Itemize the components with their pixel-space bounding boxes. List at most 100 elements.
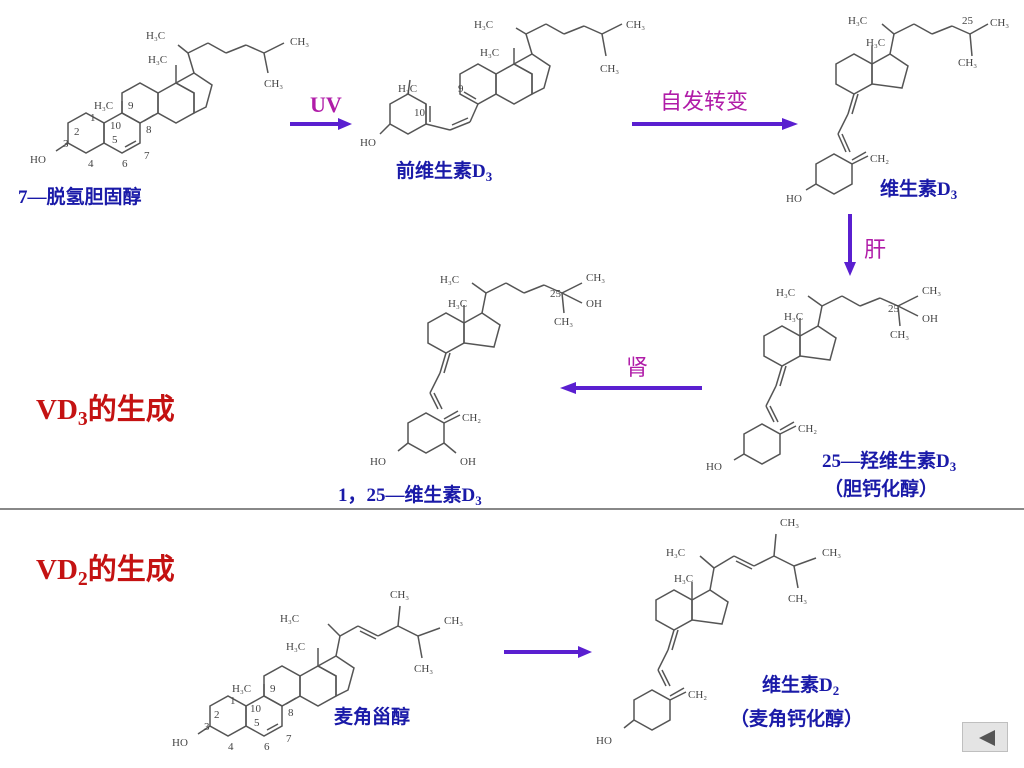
svg-text:25: 25 [550,288,562,300]
svg-text:HO: HO [30,154,46,166]
svg-text:CH₃: CH₃ [414,663,433,675]
svg-text:H₃C: H₃C [398,83,417,95]
svg-text:HO: HO [370,456,386,468]
svg-text:6: 6 [264,741,270,753]
svg-text:CH₂: CH₂ [798,423,817,435]
svg-text:CH₂: CH₂ [870,153,889,165]
svg-text:3: 3 [63,138,69,150]
svg-text:CH₃: CH₃ [586,272,605,284]
vd2-title-sub: 2 [77,567,88,590]
label-vitamin-d3: 维生素D3 [880,174,957,203]
ergosterol-to-d2-arrow [504,646,592,658]
svg-text:CH₃: CH₃ [444,615,463,627]
label-vitamin-d2-sub: 2 [832,682,840,698]
svg-text:H₃C: H₃C [286,641,305,653]
label-previtamin-d3: 前维生素D3 [396,156,492,185]
svg-text:CH₃: CH₃ [290,36,309,48]
vd3-title-sub: 3 [77,407,88,430]
svg-text:5: 5 [112,134,118,146]
svg-text:2: 2 [74,126,80,138]
svg-text:OH: OH [586,298,602,310]
svg-text:H₃C: H₃C [776,287,795,299]
svg-text:HO: HO [596,735,612,747]
spontaneous-arrow [632,118,798,130]
svg-text:1: 1 [90,112,96,124]
svg-text:CH₃: CH₃ [922,285,941,297]
svg-text:H₃C: H₃C [232,683,251,695]
svg-text:H₃C: H₃C [146,30,165,42]
svg-text:H₃C: H₃C [148,54,167,66]
svg-text:4: 4 [228,741,234,753]
svg-text:CH₃: CH₃ [788,593,807,605]
label-vitamin-d2: 维生素D2 [762,670,839,699]
svg-text:CH₂: CH₂ [462,412,481,424]
svg-text:H₃C: H₃C [474,19,493,31]
svg-text:1: 1 [230,695,236,707]
svg-text:CH₃: CH₃ [600,63,619,75]
back-nav-button[interactable] [962,722,1008,752]
svg-text:10: 10 [110,120,122,132]
uv-step-label: UV [310,92,342,117]
svg-text:9: 9 [128,100,134,112]
svg-text:CH₃: CH₃ [554,316,573,328]
uv-arrow [290,118,352,130]
svg-text:7: 7 [144,150,150,162]
label-vitamin-d3-text: 维生素D [880,179,951,200]
svg-text:CH₃: CH₃ [390,589,409,601]
back-triangle-icon [979,730,995,746]
svg-text:H₃C: H₃C [280,613,299,625]
vd3-title-prefix: VD [36,394,78,426]
kidney-arrow [560,382,702,394]
svg-text:8: 8 [288,707,294,719]
label-vitamin-d3-sub: 3 [950,186,958,202]
label-1-25-text: 1，25—维生素D [338,485,476,506]
label-1-25-dihydroxy-vitamin-d3: 1，25—维生素D3 [338,480,482,509]
svg-text:10: 10 [414,107,426,119]
svg-text:CH₃: CH₃ [990,17,1009,29]
vd2-title-prefix: VD [36,554,78,586]
svg-text:25: 25 [888,303,900,315]
svg-text:9: 9 [458,83,464,95]
svg-text:CH₃: CH₃ [958,57,977,69]
vd3-title-suffix: 的生成 [87,394,175,426]
label-previtamin-d3-text: 前维生素D [396,161,486,182]
label-ergosterol: 麦角甾醇 [334,707,411,728]
svg-text:OH: OH [460,456,476,468]
label-25-hydroxy-sub: 3 [949,458,957,474]
svg-text:H₃C: H₃C [94,100,113,112]
svg-text:CH₃: CH₃ [780,517,799,529]
svg-text:9: 9 [270,683,276,695]
svg-text:CH₃: CH₃ [626,19,645,31]
section-title-vd2: VD2的生成 [36,546,175,591]
svg-text:10: 10 [250,703,262,715]
svg-text:CH₂: CH₂ [688,689,707,701]
svg-text:H₃C: H₃C [866,37,885,49]
svg-text:OH: OH [922,313,938,325]
label-ergocalciferol: （麦角钙化醇） [730,709,864,730]
svg-text:6: 6 [122,158,128,170]
svg-text:HO: HO [360,137,376,149]
label-7-dehydrocholesterol: 7—脱氢胆固醇 [18,187,142,208]
svg-text:8: 8 [146,124,152,136]
liver-arrow [844,214,856,276]
svg-text:H₃C: H₃C [784,311,803,323]
svg-text:3: 3 [204,721,210,733]
svg-text:CH₃: CH₃ [890,329,909,341]
svg-text:CH₃: CH₃ [264,78,283,90]
section-title-vd3: VD3的生成 [36,386,175,431]
svg-text:HO: HO [706,461,722,473]
svg-text:7: 7 [286,733,292,745]
svg-text:H₃C: H₃C [448,298,467,310]
label-25-hydroxy-vitamin-d3: 25—羟维生素D3 [822,446,956,475]
svg-text:H₃C: H₃C [666,547,685,559]
vd2-title-suffix: 的生成 [87,554,175,586]
svg-text:5: 5 [254,717,260,729]
kidney-step-label: 肾 [626,355,649,380]
liver-step-label: 肝 [864,237,887,262]
